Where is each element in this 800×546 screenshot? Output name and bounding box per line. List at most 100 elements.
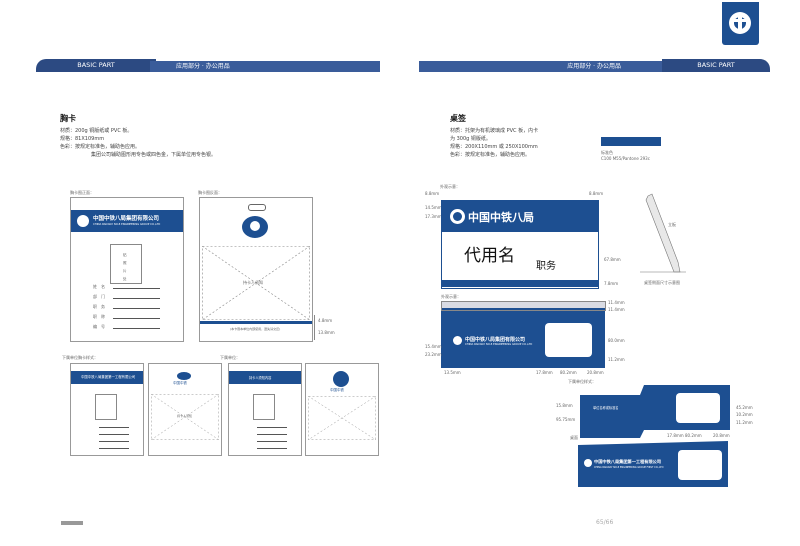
desk-front-bottom-stripe (442, 280, 598, 287)
desk-spread-top-strip (441, 301, 606, 311)
badge-back-cross (202, 246, 310, 320)
header-right-bar-label: 应用部分 · 办公用品 (567, 63, 621, 70)
header-left-bar-label: 应用部分 · 办公用品 (176, 63, 230, 70)
badge-field-name: 姓 名 (93, 284, 105, 289)
sub-badge-1-back: 中国中铁 持卡人须知 (148, 363, 222, 456)
desk-dim-4: 8.8mm (589, 191, 604, 196)
badge-material: 材质：200g 铜版纸或 PVC 板。 (60, 128, 133, 134)
badge-color: 色彩：按规定标准色，辅助色应用。 (60, 144, 141, 150)
corner-logo-badge (722, 2, 759, 45)
badge-punch-hole (248, 204, 266, 211)
desk-material-2: 为 300g 铜版纸。 (450, 136, 491, 142)
railway-logo-icon (242, 216, 268, 238)
desk-sub-dim-5: 17.8mm (667, 433, 684, 438)
desk-dim-2: 14.5mm (425, 205, 442, 210)
badge-dim-2: 13.8mm (318, 330, 335, 335)
desk-sub-1-center: 单位名称或标准名 (593, 406, 619, 410)
desk-size: 规格：200X110mm 或 250X100mm (450, 144, 538, 150)
desk-sub-dim-8: 45.2mm (736, 405, 753, 410)
header-right-tab: BASIC PART (662, 59, 770, 72)
desk-material-1: 材质：托架为有机玻璃成 PVC 板，内卡 (450, 128, 539, 134)
desk-spread-dim-1: 11.4mm (608, 300, 625, 305)
badge-sub-label: 下属单位胸卡样式： (62, 355, 98, 360)
desk-sub-2-shape (578, 441, 728, 487)
desk-sub-1-shape (580, 385, 730, 438)
desk-sub-2-company-en: CHINA RAILWAY NO.8 ENGINEERING GROUP FIR… (594, 466, 664, 469)
desk-spread-dim-2: 11.4mm (608, 307, 625, 312)
header-left-tab: BASIC PART (36, 59, 156, 72)
badge-dim-1: 4.8mm (318, 318, 333, 323)
header-left-bar: 应用部分 · 办公用品 (150, 61, 380, 72)
desk-spread-company-en: CHINA RAILWAY NO.8 ENGINEERING GROUP CO.… (465, 343, 533, 346)
railway-logo-icon (333, 371, 349, 387)
sub-badge-1-back-center: 持卡人须知 (177, 414, 193, 418)
badge-photo-area: 贴照片处 (110, 244, 142, 284)
badge-size: 规格：81X109mm (60, 136, 105, 142)
standard-color-label: 标准色 (601, 150, 613, 155)
desk-dim-1: 8.8mm (425, 191, 440, 196)
badge-photo-text: 贴照片处 (123, 253, 127, 281)
desk-spread-dim-7: 17.8mm (536, 370, 553, 375)
badge-front-card: 中国中铁八局集团有限公司 CHINA RAILWAY NO.8 ENGINEER… (70, 197, 184, 342)
desk-dim-5: 67.8mm (604, 257, 621, 262)
desk-sub-dim-4: 11.2mm (736, 420, 753, 425)
railway-logo-icon (77, 215, 89, 227)
desk-side-label: 立板 (668, 222, 676, 227)
badge-back-note: (本卡限本单位内部使用，遗失请交还) (230, 327, 281, 331)
sub-badge-1-company: 中国中铁八局集团第一工程有限公司 (81, 375, 136, 379)
desk-sub-dim-3: 10.2mm (736, 412, 753, 417)
badge-back-stripe (200, 321, 312, 324)
badge-field-dept: 部 门 (93, 294, 105, 299)
desk-spread-dim-9: 20.8mm (587, 370, 604, 375)
desk-spread-main: 中国中铁八局集团有限公司 CHINA RAILWAY NO.8 ENGINEER… (441, 311, 605, 368)
badge-section-title: 胸卡 (60, 114, 76, 123)
desk-spread-dim-8: 80.2mm (560, 370, 577, 375)
desk-spread-company: 中国中铁八局集团有限公司 (465, 337, 526, 343)
page-number: 65/66 (596, 519, 614, 526)
desk-front-name: 代用名 (464, 246, 515, 266)
desk-spread-dim-5: 80.0mm (608, 338, 625, 343)
desk-side-caption: 桌签侧面尺寸示意图 (644, 280, 680, 285)
desk-dim-6: 7.8mm (604, 281, 619, 286)
desk-spread-dim-6: 13.5mm (444, 370, 461, 375)
desk-sub-side-mark: 桌面 (570, 435, 578, 440)
badge-field-position: 职 务 (93, 304, 105, 309)
badge-sub-label-2: 下属单位： (220, 355, 240, 360)
sub-badge-2-front: 持卡人须知内容 (228, 363, 302, 456)
sub-badge-2-brand: 中国中铁 (330, 388, 344, 392)
desk-section-title: 桌签 (450, 114, 466, 123)
railway-logo-icon (453, 336, 462, 345)
desk-sub-label: 下属单位样式： (568, 379, 596, 384)
desk-front-brand: 中国中铁八局 (468, 211, 534, 224)
sub-badge-1-front: 中国中铁八局集团第一工程有限公司 (70, 363, 144, 456)
badge-field-number: 编 号 (93, 324, 105, 329)
railway-logo-icon (729, 12, 751, 34)
standard-color-swatch (601, 137, 661, 146)
railway-logo-icon (584, 459, 592, 467)
badge-back-label: 胸卡图反面： (198, 190, 222, 195)
sub-badge-1-brand: 中国中铁 (173, 381, 187, 385)
desk-front-label: 外观示意： (440, 184, 460, 189)
badge-front-banner: 中国中铁八局集团有限公司 CHINA RAILWAY NO.8 ENGINEER… (71, 210, 183, 232)
header-right-bar: 应用部分 · 办公用品 (419, 61, 681, 72)
desk-front-banner: 中国中铁八局 (442, 201, 598, 232)
desk-spread-dim-3: 15.4mm (425, 344, 442, 349)
desk-sub-dim-6: 80.2mm (685, 433, 702, 438)
badge-front-label: 胸卡图正面： (70, 190, 94, 195)
desk-sub-dim-7: 20.8mm (713, 433, 730, 438)
standard-color-spec: C100 M55/Pantone 293c (601, 156, 650, 161)
desk-spread-label: 外观示意： (441, 294, 461, 299)
desk-sub-2-company: 中国中铁八局集团第一工程有限公司 (594, 459, 662, 464)
desk-sub-dim-1: 15.8mm (556, 403, 573, 408)
desk-spread-dim-4: 23.2mm (425, 352, 442, 357)
badge-front-company-en: CHINA RAILWAY NO.8 ENGINEERING GROUP CO.… (93, 223, 161, 226)
desk-color: 色彩：按规定标准色，辅助色应用。 (450, 152, 531, 158)
desk-spread-window (545, 323, 592, 357)
railway-logo-icon (450, 209, 465, 224)
desk-spread-dim-10: 11.2mm (608, 357, 625, 362)
desk-dim-3: 17.3mm (425, 214, 442, 219)
railway-logo-icon (177, 372, 191, 380)
badge-front-company: 中国中铁八局集团有限公司 (93, 216, 160, 222)
footer-left-mark (61, 521, 83, 525)
sub-badge-2-back: 中国中铁 (305, 363, 379, 456)
